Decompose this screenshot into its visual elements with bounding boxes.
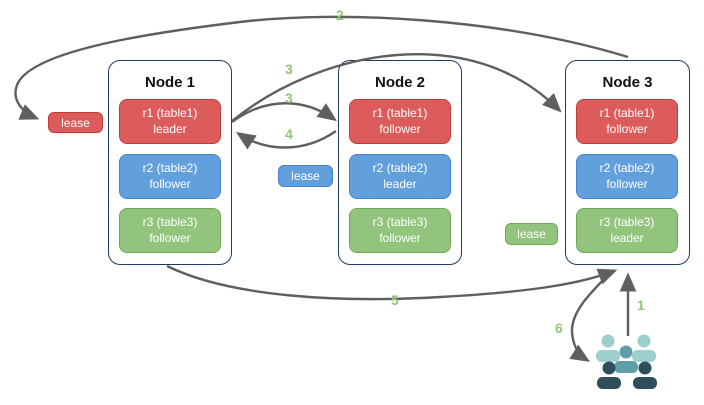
replica-role: follower xyxy=(379,230,421,245)
replica-role: follower xyxy=(379,121,421,136)
node-2-title: Node 2 xyxy=(374,74,425,91)
node-1-box: Node 1 r1 (table1) leader r2 (table2) fo… xyxy=(108,60,232,265)
node-3-replica-r3: r3 (table3) leader xyxy=(576,208,678,253)
replica-role: follower xyxy=(149,176,191,191)
replica-name: r2 (table2) xyxy=(599,160,655,175)
step-3a-label: 3 xyxy=(285,61,293,77)
users-middle-person xyxy=(614,345,638,373)
node-1-title: Node 1 xyxy=(144,74,195,91)
replica-name: r3 (table3) xyxy=(142,214,198,229)
node-1-replica-r2: r2 (table2) follower xyxy=(119,154,221,199)
lease-label-table1: lease xyxy=(48,112,103,133)
node-3-box: Node 3 r1 (table1) follower r2 (table2) … xyxy=(565,60,690,265)
step-4-label: 4 xyxy=(285,126,293,142)
node-3-title: Node 3 xyxy=(602,74,653,91)
step-2-label: 2 xyxy=(336,7,344,23)
step-3b-label: 3 xyxy=(285,90,293,106)
replica-role: leader xyxy=(153,121,187,136)
lease-label-table2: lease xyxy=(278,165,333,187)
step-5-label: 5 xyxy=(391,292,399,308)
node-2-replica-r3: r3 (table3) follower xyxy=(349,208,451,253)
replica-name: r2 (table2) xyxy=(372,160,428,175)
node-2-box: Node 2 r1 (table1) follower r2 (table2) … xyxy=(338,60,462,265)
node-3-replica-r2: r2 (table2) follower xyxy=(576,154,678,199)
node-2-replica-r1: r1 (table1) follower xyxy=(349,99,451,144)
replica-name: r3 (table3) xyxy=(599,214,655,229)
users-group-icon xyxy=(596,334,657,389)
replica-name: r2 (table2) xyxy=(142,160,198,175)
replica-name: r1 (table1) xyxy=(599,105,655,120)
step-6-label: 6 xyxy=(555,320,563,336)
step-1-label: 1 xyxy=(637,297,645,313)
replica-name: r1 (table1) xyxy=(372,105,428,120)
replica-role: follower xyxy=(606,121,648,136)
replica-role: follower xyxy=(606,176,648,191)
node-2-replica-r2: r2 (table2) leader xyxy=(349,154,451,199)
replica-name: r1 (table1) xyxy=(142,105,198,120)
replica-role: follower xyxy=(149,230,191,245)
users-front-row xyxy=(597,361,657,389)
arrow-step3-to-node2 xyxy=(231,102,337,123)
node-1-replica-r3: r3 (table3) follower xyxy=(119,208,221,253)
node-3-replica-r1: r1 (table1) follower xyxy=(576,99,678,144)
replica-name: r3 (table3) xyxy=(372,214,428,229)
replica-role: leader xyxy=(610,230,644,245)
replica-role: leader xyxy=(383,176,417,191)
node-1-replica-r1: r1 (table1) leader xyxy=(119,99,221,144)
lease-label-table3: lease xyxy=(505,223,558,245)
